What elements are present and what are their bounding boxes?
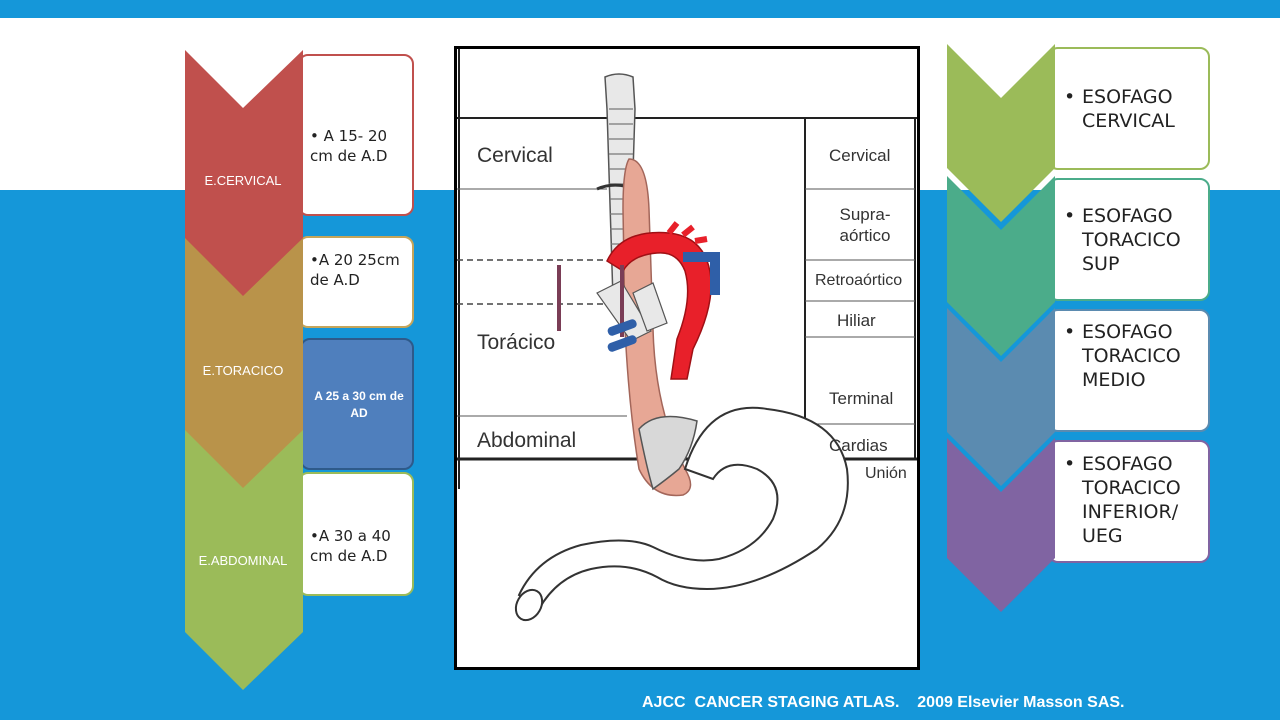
toracico-distance-text: A 20 25cm de A.D xyxy=(310,251,400,289)
bullet: • xyxy=(310,127,319,145)
abdominal-distance-box: •A 30 a 40 cm de A.D xyxy=(298,472,414,596)
cervical-distance-text: A 15- 20 cm de A.D xyxy=(310,127,388,165)
top-bar xyxy=(0,0,1280,18)
chevron-label-abdominal: E.ABDOMINAL xyxy=(198,553,288,568)
right-label-union: Unión xyxy=(865,465,907,482)
chevron-right-cervical xyxy=(947,44,1055,222)
right-label-cervical: Cervical xyxy=(829,146,891,165)
right-box-toracico-inferior: •ESOFAGO TORACICO INFERIOR/ UEG xyxy=(1048,440,1210,563)
right-text-toracico-sup: ESOFAGO TORACICO SUP xyxy=(1082,205,1181,275)
chevron-label-cervical: E.CERVICAL xyxy=(204,173,282,188)
right-label-retroaortico: Retroaórtico xyxy=(815,272,903,289)
right-chevrons xyxy=(947,44,1055,612)
chevron-label-toracico: E.TORACICO xyxy=(202,363,284,378)
right-label-terminal: Terminal xyxy=(829,389,894,408)
chevron-right-medio xyxy=(947,308,1055,486)
bullet: • xyxy=(310,251,319,269)
region-label-cervical: Cervical xyxy=(477,144,553,167)
chevron-abdominal xyxy=(185,428,303,690)
right-label-hiliar: Hiliar xyxy=(837,311,876,330)
cervical-distance-box: • A 15- 20 cm de A.D xyxy=(298,54,414,216)
toracico-distance-box: •A 20 25cm de A.D xyxy=(298,236,414,328)
right-box-toracico-medio: •ESOFAGO TORACICO MEDIO xyxy=(1048,309,1210,432)
chevron-toracico xyxy=(185,236,303,488)
abdominal-distance-text: A 30 a 40 cm de A.D xyxy=(310,527,391,565)
right-label-supraaortico: Supra-aórtico xyxy=(839,205,891,245)
left-chevrons xyxy=(185,50,303,690)
chevron-cervical xyxy=(185,50,303,296)
right-text-toracico-medio: ESOFAGO TORACICO MEDIO xyxy=(1082,321,1181,391)
right-box-toracico-sup: •ESOFAGO TORACICO SUP xyxy=(1048,178,1210,301)
region-label-abdominal: Abdominal xyxy=(477,429,577,452)
chevron-right-sup xyxy=(947,176,1055,356)
region-label-toracico: Torácico xyxy=(477,331,556,354)
toracico-medio-distance-text: A 25 a 30 cm de AD xyxy=(314,389,404,420)
esophagus-diagram: Cervical Torácico Abdominal Cervical Sup… xyxy=(454,46,920,670)
right-box-cervical: •ESOFAGO CERVICAL xyxy=(1048,47,1210,170)
right-text-cervical: ESOFAGO CERVICAL xyxy=(1082,86,1175,132)
right-label-cardias: Cardias xyxy=(829,436,888,455)
bullet: • xyxy=(310,527,319,545)
esophagus-illustration xyxy=(457,49,917,622)
toracico-medio-distance-box: A 25 a 30 cm de AD xyxy=(300,338,414,470)
right-text-toracico-inferior: ESOFAGO TORACICO INFERIOR/ UEG xyxy=(1082,453,1181,547)
chevron-right-inferior xyxy=(947,438,1055,612)
footer-citation: AJCC CANCER STAGING ATLAS. 2009 Elsevier… xyxy=(642,694,1125,711)
